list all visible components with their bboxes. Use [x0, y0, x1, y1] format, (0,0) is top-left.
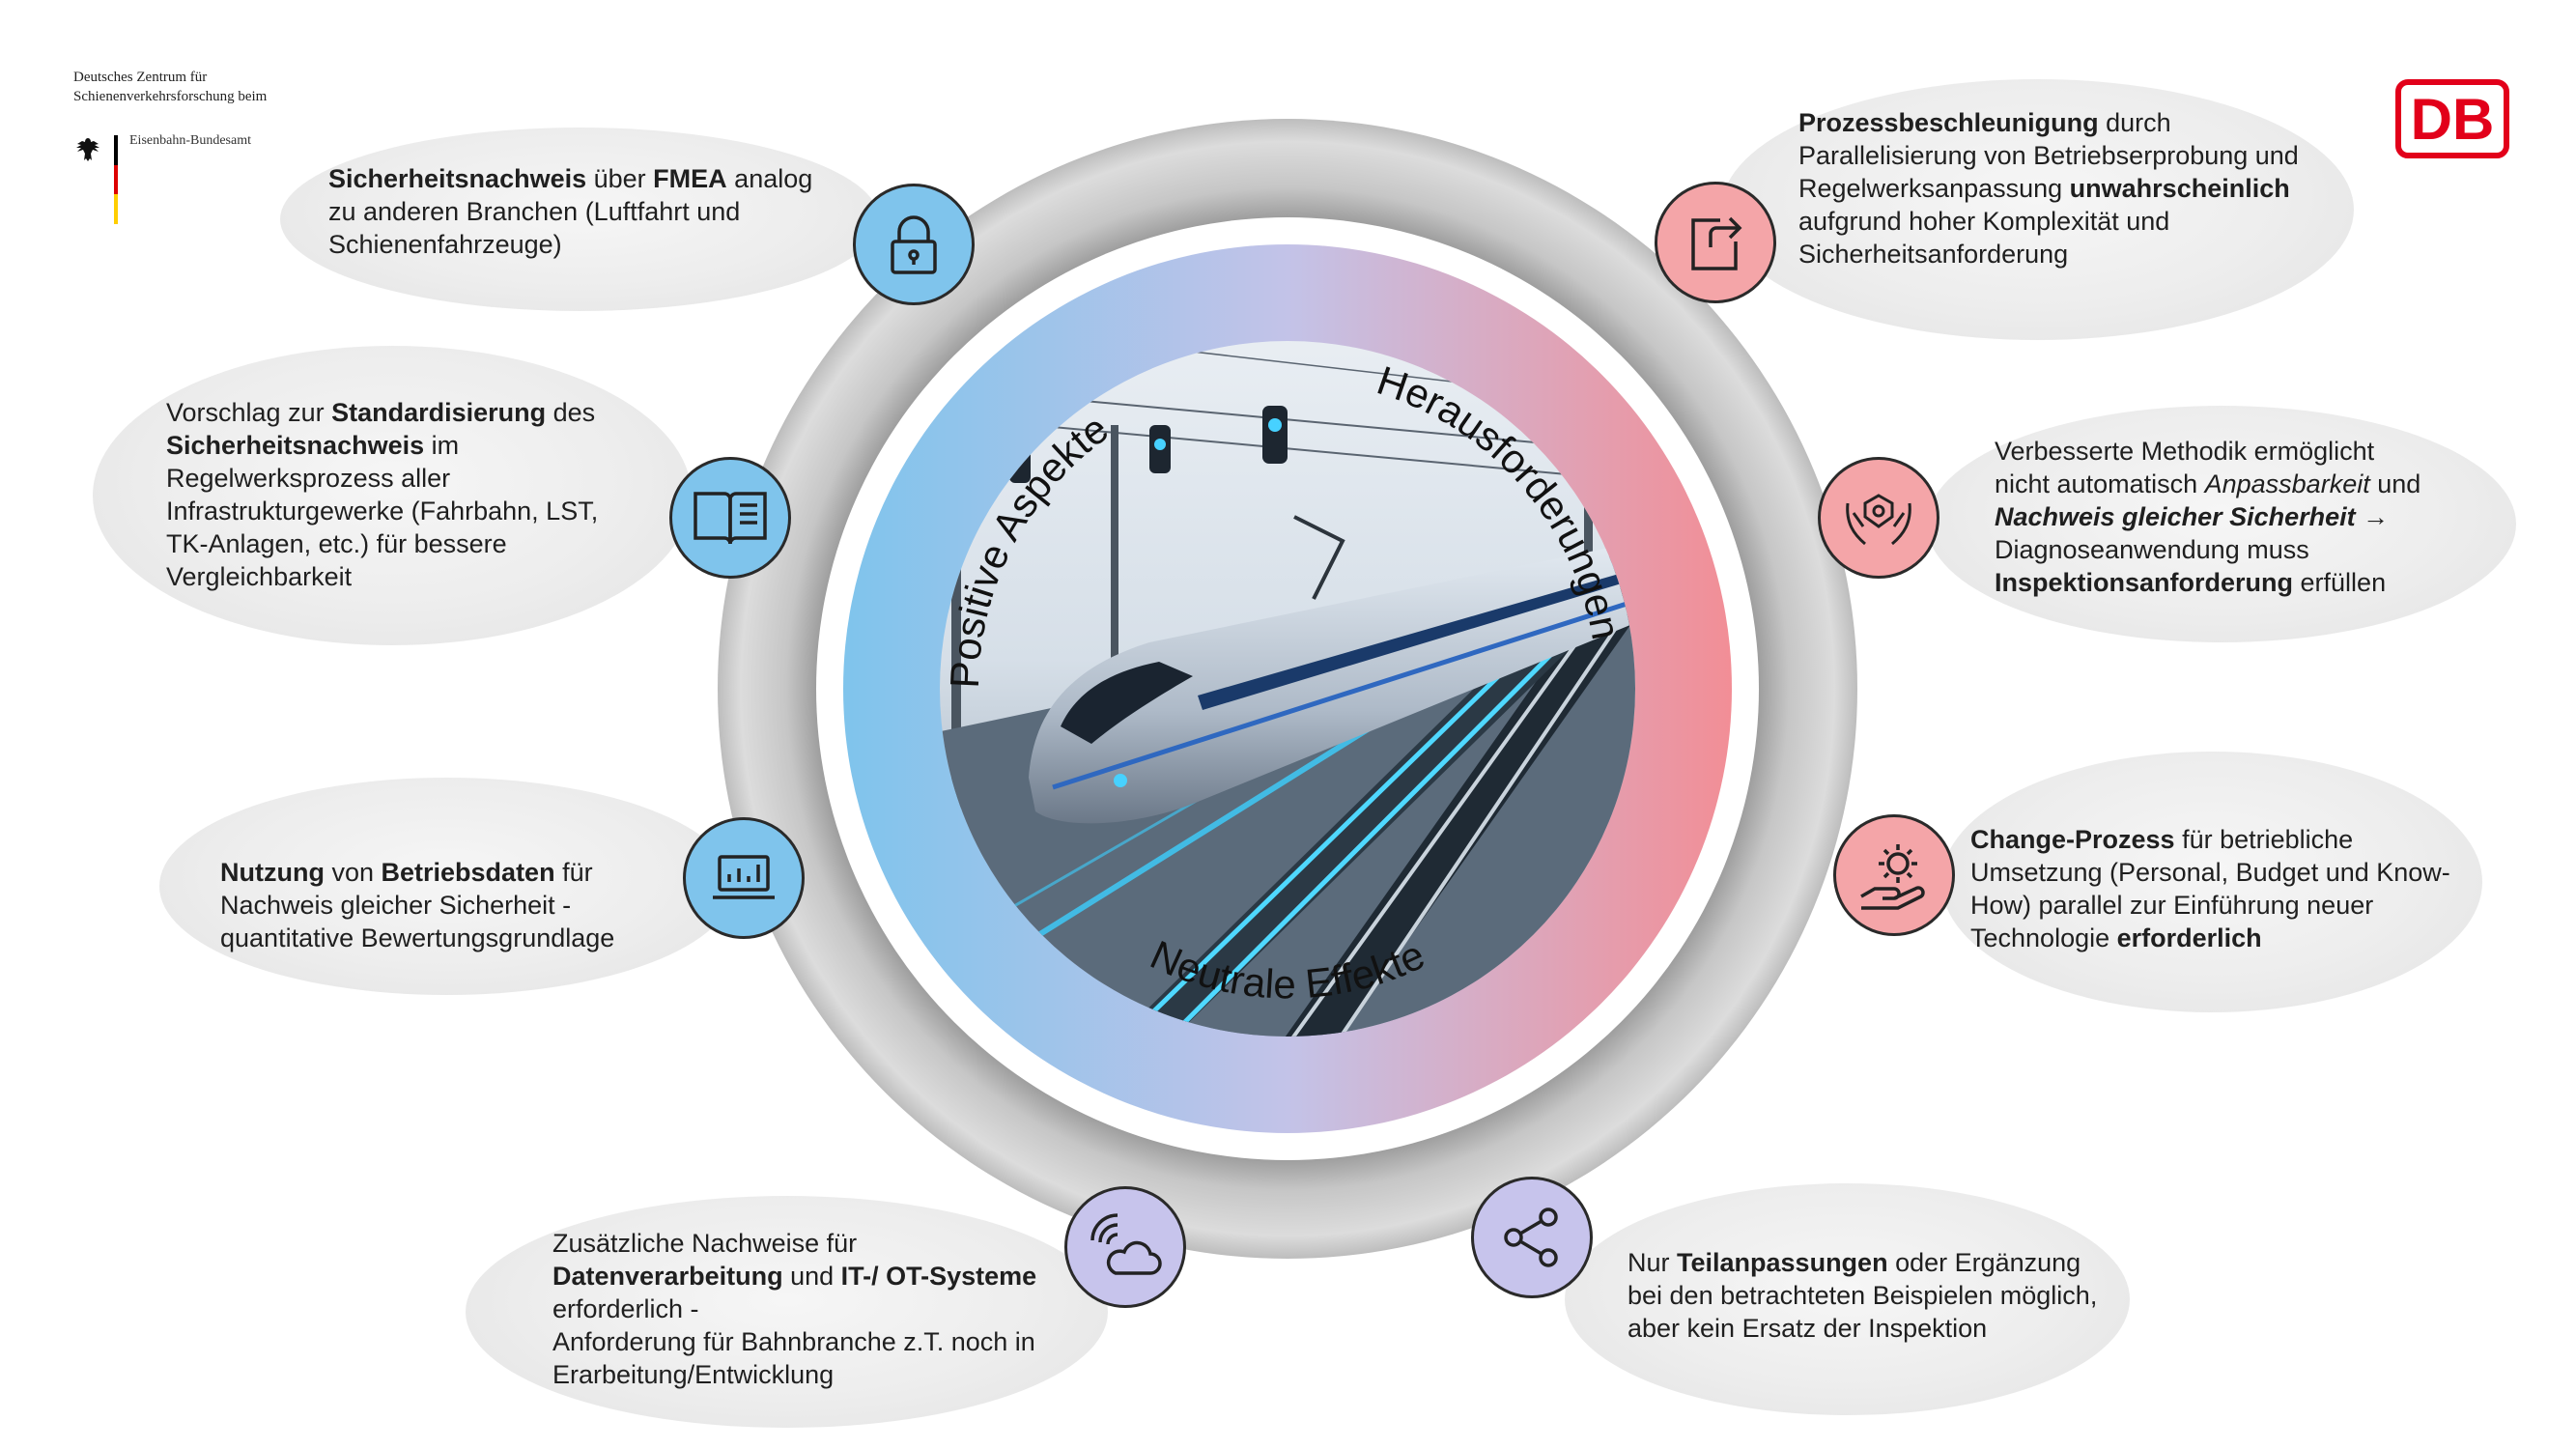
text-challenge-2: Verbesserte Methodik ermöglicht nicht au… — [1995, 437, 2421, 597]
dzsf-line-2: Schienenverkehrsforschung beim — [73, 89, 268, 104]
text-positive-3: Nutzung von Betriebsdaten für Nachweis g… — [220, 858, 615, 952]
lock-icon — [891, 215, 937, 274]
hand-gear-icon — [1860, 844, 1925, 910]
text-positive-2: Vorschlag zur Standardisierung des Siche… — [166, 398, 599, 591]
share-nodes-icon — [1504, 1208, 1558, 1267]
bubble-challenge-3 — [1941, 752, 2482, 1012]
book-icon — [694, 492, 767, 545]
text-challenge-3: Change-Prozess für betriebliche Umsetzun… — [1970, 825, 2450, 952]
laptop-icon-circle — [683, 817, 805, 939]
bubble-positive-3 — [159, 778, 734, 995]
text-positive-1: Sicherheitsnachweis über FMEA analog zu … — [328, 164, 813, 259]
bubble-neutral-2 — [1565, 1183, 2130, 1415]
hands-shield-icon — [1846, 494, 1911, 546]
eba-label: Eisenbahn-Bundesamt — [129, 133, 251, 148]
export-icon-circle — [1655, 182, 1776, 303]
train-illustration — [940, 341, 1635, 1037]
bubble-challenge-2 — [1927, 406, 2516, 642]
eagle-icon — [76, 138, 99, 161]
text-neutral-1: Zusätzliche Nachweise für Datenverarbeit… — [552, 1229, 1037, 1389]
share-icon-circle — [1471, 1177, 1593, 1298]
dzsf-line-1: Deutsches Zentrum für — [73, 70, 208, 85]
db-logo-text: DB — [2411, 87, 2495, 152]
cloud-icon-circle — [1064, 1186, 1186, 1308]
text-challenge-1: Prozessbeschleunigung durch Parallelisie… — [1798, 108, 2299, 269]
german-flag — [114, 135, 118, 224]
gear-hand-icon-circle — [1833, 814, 1955, 936]
laptop-chart-icon — [713, 855, 775, 899]
bubble-challenge-1 — [1721, 79, 2354, 340]
dzsf-logo: Deutsches Zentrum für Schienenverkehrsfo… — [73, 68, 421, 106]
lock-icon-circle — [853, 184, 975, 305]
hands-icon-circle — [1818, 457, 1939, 579]
eba-logo: Eisenbahn-Bundesamt — [73, 133, 325, 230]
export-arrow-icon — [1691, 216, 1742, 270]
bubble-neutral-1 — [466, 1196, 1108, 1428]
db-logo: DB — [2395, 79, 2509, 158]
book-icon-circle — [669, 457, 791, 579]
cloud-signal-icon — [1090, 1213, 1162, 1275]
bubble-positive-1 — [280, 128, 879, 311]
text-neutral-2: Nur Teilanpassungen oder Ergänzung bei d… — [1628, 1248, 2098, 1343]
bubble-positive-2 — [93, 346, 692, 645]
